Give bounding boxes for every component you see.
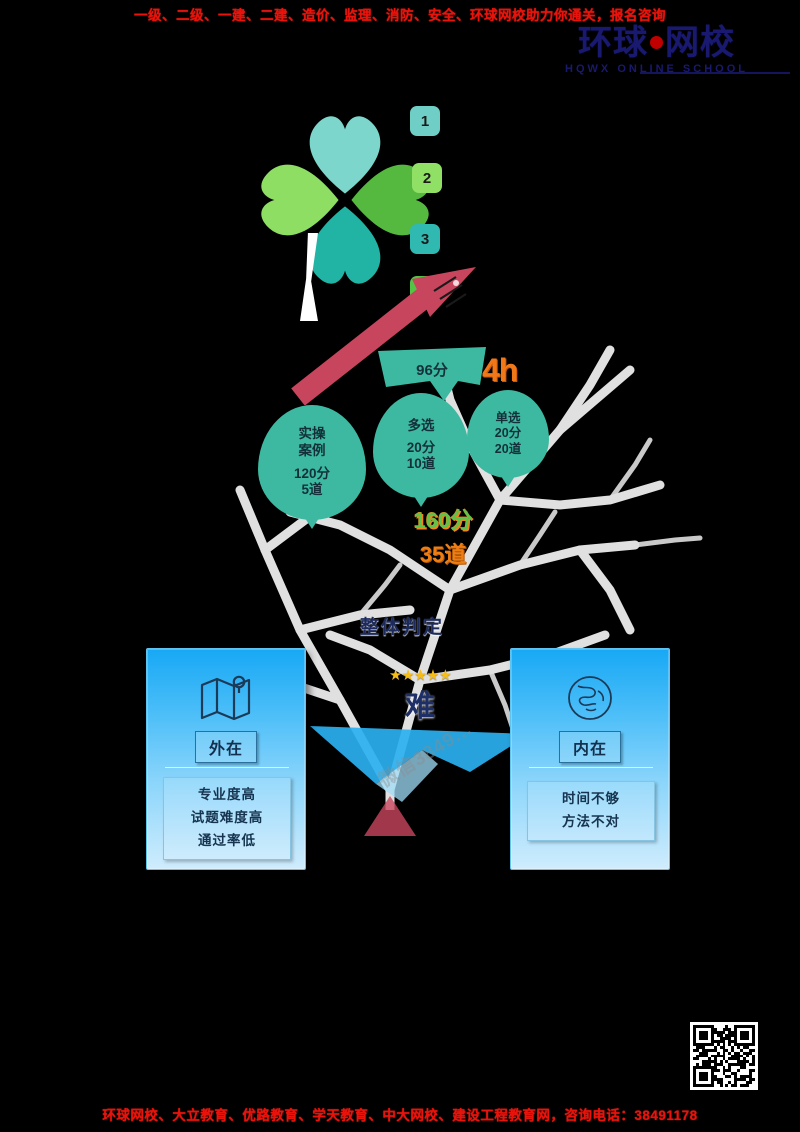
balloon-single-choice[interactable]: 单选 20分 20道 [467,390,549,478]
clover-leaf-left-icon [255,156,343,244]
logo-subtitle: HQWX ONLINE SCHOOL [565,63,748,75]
qr-code-grid [693,1025,755,1087]
balloon-practical-case[interactable]: 实操 案例 120分 5道 [258,405,366,520]
brand-logo: 环球网校 HQWX ONLINE SCHOOL [565,26,748,75]
balloon-multi-line-1: 多选 [407,417,435,433]
step-badge-2-label: 2 [422,169,432,187]
clover-leaf-right-icon [347,156,435,244]
step-badge-4-label: 4 [420,282,430,300]
card-external-item-3: 通过率低 [198,832,256,848]
step-badge-2[interactable]: 2 [412,163,442,193]
balloon-practical-line-1: 实操 [298,425,326,441]
card-internal-item-1: 时间不够 [562,791,620,806]
score-total-label: 160分 [413,508,473,533]
map-icon [198,673,254,723]
logo-text-left: 环球 [578,24,649,62]
clover-leaf-bottom-icon [301,202,389,290]
card-external-item-2: 试题难度高 [190,809,264,825]
total-score-shape: 96分 [372,345,492,403]
difficulty-indicator: ★★★★★ 难 [358,667,482,736]
balloon-single-line-2: 20分 [494,426,522,441]
qr-code[interactable] [690,1022,758,1090]
card-external-item-1: 专业度高 [198,787,256,802]
card-internal-body: 时间不够 方法不对 [527,781,655,841]
step-badge-4[interactable]: 4 [410,276,440,306]
four-leaf-clover [255,110,435,290]
card-internal-item-2: 方法不对 [562,813,620,829]
overall-judgement-label: 整体判定 [360,617,445,638]
balloon-practical-line-3: 120分 [293,465,331,481]
card-internal-title: 内在 [558,731,622,763]
bottom-marquee-text: 环球网校、大立教育、优路教育、学天教育、中大网校、建设工程教育网，咨询电话：38… [102,1108,698,1123]
card-internal[interactable]: 内在 时间不够 方法不对 [510,648,670,870]
top-marquee-text: 一级、二级、一建、二建、造价、监理、消防、安全、环球网校助力你通关，报名咨询 [134,8,666,23]
exam-duration-label: 4h [482,352,518,388]
clover-leaf-top-icon [301,110,389,198]
balloon-single-line-3: 20道 [494,441,522,456]
card-internal-divider [529,767,653,768]
logo-dot-icon [650,36,664,49]
blue-ribbon-shape [310,726,530,802]
balloon-multi-line-2: 20分 [406,439,436,455]
step-badge-1[interactable]: 1 [410,106,440,136]
card-external[interactable]: 外在 专业度高 试题难度高 通过率低 [146,648,306,870]
logo-text-right: 网校 [665,24,736,62]
logo-underline [640,72,790,74]
score-summary: 160分 35道 [383,503,503,569]
card-external-body: 专业度高 试题难度高 通过率低 [163,777,291,860]
total-score-label: 96分 [416,362,448,379]
step-badge-3-label: 3 [420,230,430,248]
step-badge-3[interactable]: 3 [410,224,440,254]
question-total-label: 35道 [419,542,467,567]
step-badge-1-label: 1 [420,112,430,130]
globe-icon [562,673,618,723]
difficulty-label: 难 [405,690,435,723]
difficulty-stars: ★★★★★ [388,667,452,684]
card-external-divider [165,767,289,768]
balloon-single-line-1: 单选 [495,410,521,425]
balloon-multi-line-3: 10道 [406,456,436,472]
balloon-practical-line-2: 案例 [298,442,326,458]
balloon-practical-line-4: 5道 [301,482,323,498]
card-external-title: 外在 [194,731,258,763]
balloon-multiple-choice[interactable]: 多选 20分 10道 [373,393,469,498]
logo-main-text: 环球网校 [565,26,748,60]
